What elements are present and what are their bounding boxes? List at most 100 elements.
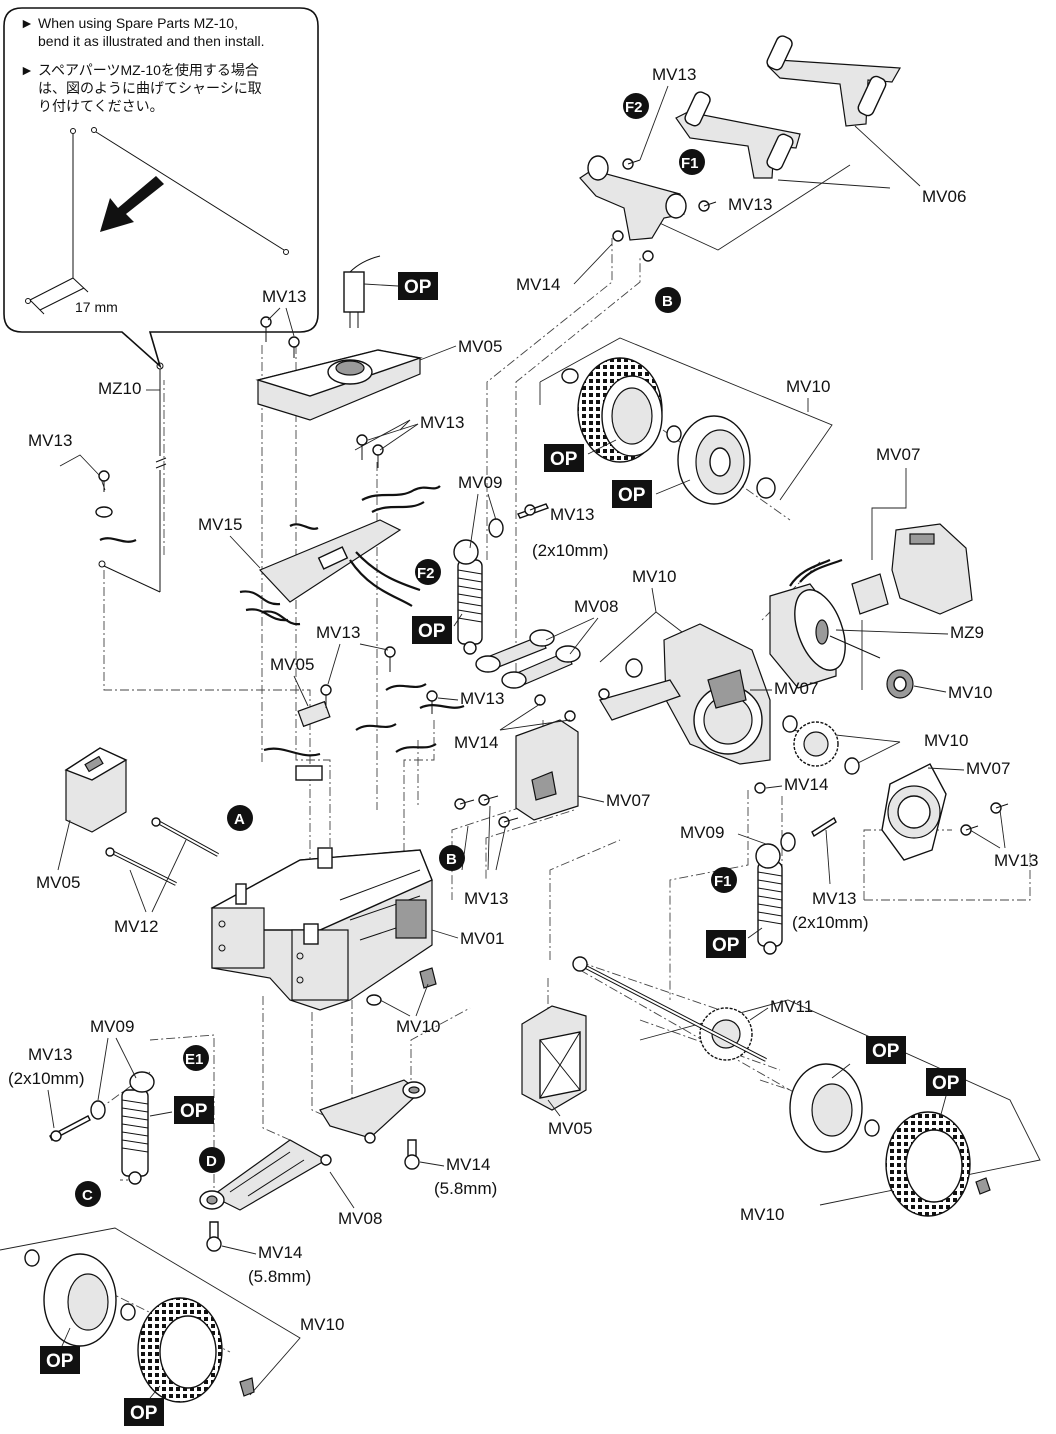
part-labels: MV13 MV13 MV06 MV14 MV13 MV05 MZ10 MV10 …: [8, 65, 1038, 1334]
note-jp-line-2: は、図のように曲げてシャーシに取: [38, 80, 262, 96]
label-size-2x10-left: (2x10mm): [8, 1069, 85, 1088]
label-mv05-battery: MV05: [458, 337, 502, 356]
svg-text:OP: OP: [130, 1403, 158, 1424]
label-mv13-f1: MV13: [728, 195, 772, 214]
wheel-bottom-left: [24, 1249, 255, 1403]
badge-a: A: [227, 805, 253, 831]
op-tag-wheel-tire: OP: [544, 439, 617, 472]
svg-text:OP: OP: [46, 1351, 74, 1372]
label-size-2x10-center: (2x10mm): [532, 541, 609, 560]
label-mv13-bracket: MV13: [994, 851, 1038, 870]
label-size-2x10-right: (2x10mm): [792, 913, 869, 932]
label-mv07-mount: MV07: [774, 679, 818, 698]
label-size-58-arm: (5.8mm): [434, 1179, 497, 1198]
op-tag-shock-center: OP: [412, 613, 463, 644]
svg-text:OP: OP: [932, 1073, 960, 1094]
bent-wire-illustration: 17 mm: [25, 127, 289, 315]
svg-text:F1: F1: [681, 155, 699, 172]
wheel-top: [561, 357, 776, 505]
svg-text:F1: F1: [714, 873, 732, 890]
label-mv09-center: MV09: [458, 473, 502, 492]
label-mv13-battery: MV13: [262, 287, 306, 306]
label-mv10-pinion: MV10: [948, 683, 992, 702]
svg-text:OP: OP: [712, 935, 740, 956]
label-mv11: MV11: [770, 997, 813, 1016]
assembly-guide-lines: [59, 238, 1031, 1353]
svg-text:A: A: [234, 811, 245, 828]
note-callout: ► When using Spare Parts MZ-10, bend it …: [3, 7, 319, 369]
label-mv13-top: MV13: [652, 65, 696, 84]
note-bullet-jp: ►: [20, 62, 34, 78]
svg-text:OP: OP: [872, 1041, 900, 1062]
label-mz10: MZ10: [98, 379, 141, 398]
label-mv13-right-screw: MV13: [812, 889, 856, 908]
label-mv06: MV06: [922, 187, 966, 206]
op-tag-hub-bottom-left: OP: [40, 1327, 80, 1374]
fasteners: [50, 158, 1009, 1142]
svg-text:B: B: [662, 293, 673, 310]
op-tag-shock-right: OP: [706, 927, 763, 958]
label-mv13-center: MV13: [550, 505, 594, 524]
label-mv13-pcb-lower: MV13: [316, 623, 360, 642]
svg-text:OP: OP: [618, 485, 646, 506]
note-en-line-1: When using Spare Parts MZ-10,: [38, 15, 238, 31]
badge-b-top: B: [655, 287, 681, 313]
label-mv09-left: MV09: [90, 1017, 134, 1036]
op-tags: OP OP OP OP OP OP OP: [40, 272, 966, 1426]
op-tag-shock-left: OP: [149, 1096, 214, 1124]
label-mv13-left: MV13: [28, 431, 72, 450]
badge-c: C: [75, 1181, 101, 1207]
wheel-bottom-right: [789, 1063, 991, 1217]
arrow-down-left-icon: [100, 176, 164, 232]
label-size-58-arm-left: (5.8mm): [248, 1267, 311, 1286]
label-mv05-right: MV05: [548, 1119, 592, 1138]
svg-text:F2: F2: [417, 565, 435, 582]
note-jp-line-3: り付けてください。: [38, 98, 164, 114]
shock-right-mv09: [755, 816, 837, 955]
label-mv14-right: MV14: [784, 775, 828, 794]
grouping-leader-lines: [0, 125, 1041, 1396]
label-mv10-motor: MV10: [632, 567, 676, 586]
label-mv08-links: MV08: [574, 597, 618, 616]
label-mv14-arm: MV14: [446, 1155, 490, 1174]
label-mv14-arm-left: MV14: [258, 1243, 302, 1262]
label-mv01: MV01: [460, 929, 504, 948]
body-mount-mv06: [579, 35, 901, 262]
label-mv13-led: MV13: [460, 689, 504, 708]
note-jp-line-1: スペアパーツMZ-10を使用する場合: [38, 62, 259, 78]
label-mv07-center: MV07: [606, 791, 650, 810]
svg-text:B: B: [446, 851, 457, 868]
label-mv09-right: MV09: [680, 823, 724, 842]
badge-f2-top: F2: [623, 93, 649, 119]
badge-f1-top: F1: [679, 149, 705, 175]
label-mv07-bracket: MV07: [966, 759, 1010, 778]
note-dimension: 17 mm: [75, 299, 118, 315]
label-mv08-arms: MV08: [338, 1209, 382, 1228]
label-mv13-shock-left: MV13: [28, 1045, 72, 1064]
label-mv13-pcb: MV13: [420, 413, 464, 432]
svg-text:D: D: [206, 1153, 217, 1170]
svg-text:OP: OP: [180, 1101, 208, 1122]
svg-text:F2: F2: [625, 99, 643, 116]
label-mv10-chassis: MV10: [396, 1017, 440, 1036]
svg-text:OP: OP: [418, 621, 446, 642]
badge-f1-shock: F1: [711, 867, 737, 893]
note-bullet-en: ►: [20, 15, 34, 31]
motor-mount-mv07: [515, 523, 973, 861]
svg-text:OP: OP: [404, 277, 432, 298]
badge-b-chassis: B: [439, 845, 465, 871]
body-clip-right-mv05: [521, 1005, 587, 1111]
badge-f2-shock: F2: [415, 559, 441, 585]
label-mv14-center: MV14: [454, 733, 498, 752]
op-tag-hub-bottom-right: OP: [831, 1036, 906, 1079]
label-mv10-bottom-left: MV10: [300, 1315, 344, 1334]
label-mz9: MZ9: [950, 623, 984, 642]
label-mv10-right: MV10: [924, 731, 968, 750]
label-mv05-left: MV05: [36, 873, 80, 892]
body-clip-left-mv05: [64, 747, 128, 833]
label-mv15: MV15: [198, 515, 242, 534]
shock-center-mv09: [453, 503, 549, 655]
pcb-mv15: [239, 485, 465, 781]
links-mv08: [475, 629, 581, 689]
